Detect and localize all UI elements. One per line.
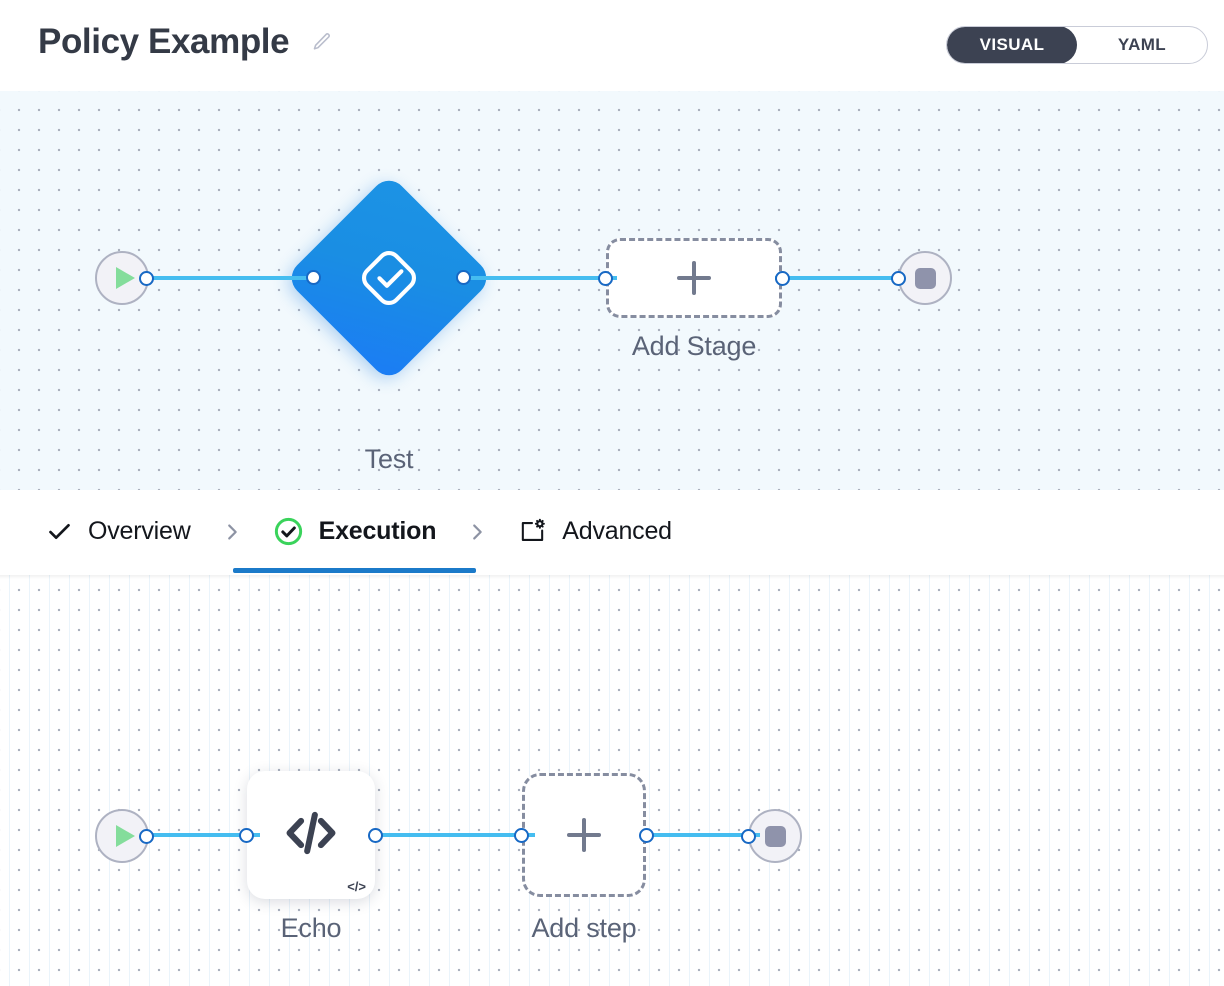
check-circle-green-icon	[273, 516, 304, 547]
add-stage-box[interactable]	[606, 238, 782, 318]
add-step-input-port[interactable]	[514, 828, 529, 843]
plus-icon-2	[567, 818, 601, 852]
stage-canvas[interactable]: Test Add Stage	[0, 91, 1224, 490]
tab-active-underline	[232, 568, 477, 573]
page-title: Policy Example	[38, 22, 290, 61]
check-icon	[46, 518, 73, 545]
edge-addstep-to-end	[640, 833, 760, 837]
add-stage-node[interactable]: Add Stage	[598, 238, 790, 361]
view-mode-toggle[interactable]: VISUAL YAML	[946, 26, 1208, 64]
approval-check-icon	[315, 204, 463, 352]
stage-start-node[interactable]	[95, 251, 154, 305]
add-step-output-port[interactable]	[639, 828, 654, 843]
echo-input-port[interactable]	[239, 828, 254, 843]
execution-canvas[interactable]: </> Echo Add step	[0, 575, 1224, 986]
step-node-echo[interactable]: </> Echo	[239, 771, 383, 943]
chevron-right-icon-2	[438, 490, 516, 573]
tab-advanced[interactable]: Advanced	[516, 490, 674, 573]
code-icon	[278, 800, 344, 871]
plus-icon	[677, 261, 711, 295]
edge-test-to-addstage	[462, 276, 617, 280]
window-gear-icon	[518, 517, 547, 546]
add-stage-input-port[interactable]	[598, 271, 613, 286]
play-icon	[115, 267, 135, 289]
start-node-output-port[interactable]	[139, 271, 154, 286]
exec-end-input-port[interactable]	[741, 829, 756, 844]
edge-start-to-echo	[150, 833, 260, 837]
test-input-port[interactable]	[306, 270, 321, 285]
page-header: Policy Example VISUAL YAML	[0, 0, 1224, 91]
echo-output-port[interactable]	[368, 828, 383, 843]
stop-icon-2	[764, 825, 786, 847]
exec-start-node[interactable]	[95, 809, 154, 863]
add-step-label: Add step	[531, 913, 637, 943]
edge-echo-to-addstep	[370, 833, 535, 837]
stage-tabbar: Overview Execution	[0, 490, 1224, 575]
step-label-echo: Echo	[280, 913, 342, 943]
add-stage-label: Add Stage	[631, 331, 757, 361]
test-output-port[interactable]	[456, 270, 471, 285]
echo-step-card[interactable]: </>	[247, 771, 375, 899]
chevron-right-icon	[193, 490, 271, 573]
add-step-node[interactable]: Add step	[514, 773, 654, 943]
add-step-box[interactable]	[522, 773, 646, 897]
mode-option-yaml[interactable]: YAML	[1117, 35, 1167, 54]
end-node-input-port[interactable]	[891, 271, 906, 286]
edge-start-to-test	[150, 276, 315, 280]
code-badge-icon: </>	[347, 879, 366, 894]
pencil-icon[interactable]	[311, 31, 333, 53]
tab-overview[interactable]: Overview	[44, 490, 193, 573]
tab-execution-label: Execution	[318, 517, 437, 545]
tab-execution[interactable]: Execution	[232, 490, 477, 573]
tab-advanced-label: Advanced	[562, 517, 672, 545]
exec-end-node[interactable]	[741, 809, 802, 863]
add-stage-output-port[interactable]	[775, 271, 790, 286]
exec-start-output-port[interactable]	[139, 829, 154, 844]
tab-overview-label: Overview	[88, 517, 191, 545]
stop-icon	[914, 267, 936, 289]
play-icon-2	[115, 825, 135, 847]
mode-option-visual[interactable]: VISUAL	[947, 27, 1077, 63]
stage-diamond[interactable]	[284, 173, 494, 383]
edge-addstage-to-end	[775, 276, 905, 280]
title-group: Policy Example	[38, 24, 333, 59]
stage-end-node[interactable]	[891, 251, 952, 305]
stage-label-test: Test	[364, 444, 414, 474]
end-node-circle[interactable]	[898, 251, 952, 305]
